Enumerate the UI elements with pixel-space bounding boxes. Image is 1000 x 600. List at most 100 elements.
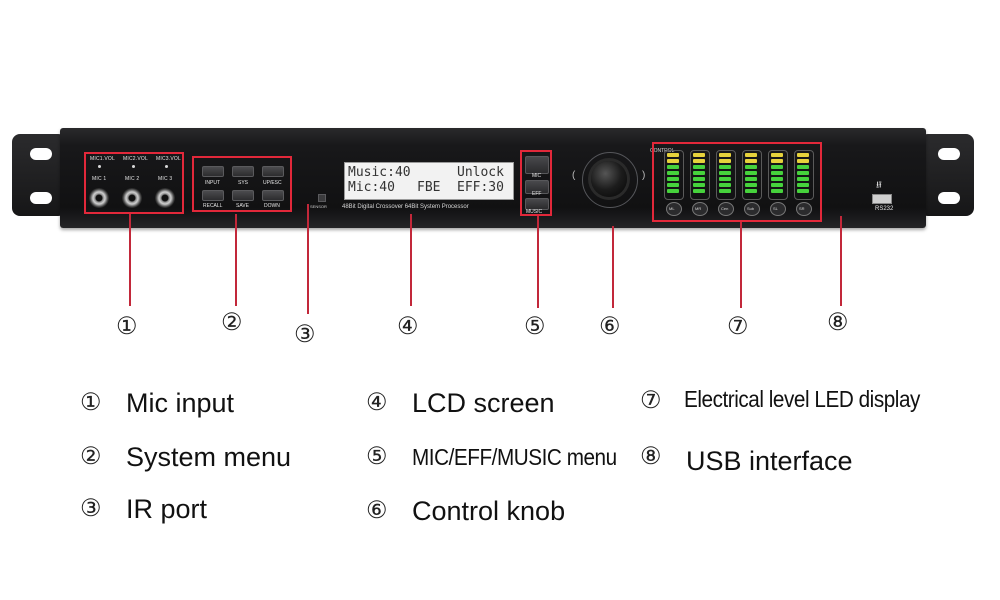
legend-2-text: System menu: [126, 442, 292, 472]
control-knob[interactable]: [591, 161, 627, 197]
led-sr-1: [797, 153, 809, 157]
rotate-left-icon: (: [572, 170, 576, 181]
channel-label-sub: Sub: [747, 206, 755, 211]
led-mr-1: [693, 153, 705, 157]
callout-4: ④: [397, 312, 419, 340]
channel-button-sr[interactable]: [796, 202, 812, 216]
mic-mode-button[interactable]: [525, 156, 549, 174]
led-sub-6: [745, 183, 757, 187]
callout-1: ①: [116, 312, 138, 340]
sys-button[interactable]: [232, 166, 254, 177]
led-sl-4: [771, 171, 783, 175]
usb-icon: ⭿: [876, 180, 882, 190]
mic-input-highlight: [84, 152, 184, 214]
legend-6-num: ⑥: [366, 496, 388, 524]
front-panel: MIC1.VOL MIC2.VOL MIC3.VOL MIC 1 MIC 2 M…: [60, 128, 926, 228]
legend-5-num: ⑤: [366, 442, 388, 470]
mic3-label: MIC 3: [158, 176, 173, 182]
led-sl-7: [771, 189, 783, 193]
channel-button-sub[interactable]: [744, 202, 760, 216]
lcd-subtitle: 48Bit Digital Crossover 64Bit System Pro…: [342, 204, 469, 210]
mic1-label: MIC 1: [92, 176, 107, 182]
down-button[interactable]: [262, 190, 284, 201]
input-button[interactable]: [202, 166, 224, 177]
meter-frame-sl: [768, 150, 788, 200]
legend-6-text: Control knob: [412, 496, 566, 526]
legend-2-num: ②: [80, 442, 102, 470]
eff-mode-label: EFF: [532, 191, 542, 197]
led-sl-5: [771, 177, 783, 181]
channel-button-cen[interactable]: [718, 202, 734, 216]
save-button[interactable]: [232, 190, 254, 201]
led-cen-3: [719, 165, 731, 169]
led-sr-2: [797, 159, 809, 163]
led-display-highlight: [652, 142, 822, 222]
legend-8-text: USB interface: [686, 446, 853, 476]
callout-line-2: [235, 214, 237, 306]
legend-3-text: IR port: [126, 494, 208, 524]
led-ml-3: [667, 165, 679, 169]
rotate-right-icon: ): [642, 170, 646, 181]
input-button-label: INPUT: [205, 180, 220, 186]
channel-button-mr[interactable]: [692, 202, 708, 216]
save-button-label: SAVE: [236, 203, 249, 209]
led-sr-4: [797, 171, 809, 175]
led-mr-6: [693, 183, 705, 187]
led-ml-2: [667, 159, 679, 163]
mic1-jack[interactable]: [89, 188, 109, 208]
meter-frame-cen: [716, 150, 736, 200]
callout-7: ⑦: [727, 312, 749, 340]
led-cen-6: [719, 183, 731, 187]
recall-button[interactable]: [202, 190, 224, 201]
rack-ear-right: [920, 134, 974, 216]
lcd-music-value: Music:40: [348, 165, 411, 180]
ir-sensor: [318, 194, 326, 202]
led-cen-4: [719, 171, 731, 175]
mic2-vol-knob[interactable]: [132, 165, 135, 168]
callout-line-1: [129, 214, 131, 306]
lcd-screen: Music:40 Unlock Mic:40 FBE EFF:30: [344, 162, 514, 200]
led-cen-2: [719, 159, 731, 163]
mic-mode-label: MIC: [532, 173, 542, 179]
channel-button-sl[interactable]: [770, 202, 786, 216]
mic3-jack[interactable]: [155, 188, 175, 208]
down-button-label: DOWN: [264, 203, 280, 209]
mount-slot: [30, 192, 52, 204]
legend-1-text: Mic input: [126, 388, 235, 418]
mic1-vol-knob[interactable]: [98, 165, 101, 168]
legend-7-text: Electrical level LED display: [684, 386, 920, 412]
mic2-label: MIC 2: [125, 176, 140, 182]
callout-line-4: [410, 214, 412, 306]
led-mr-4: [693, 171, 705, 175]
meter-frame-ml: [664, 150, 684, 200]
legend-4-text: LCD screen: [412, 388, 555, 418]
mode-menu-highlight: [520, 150, 552, 216]
mic2-jack[interactable]: [122, 188, 142, 208]
mic3-vol-label: MIC3.VOL: [156, 156, 181, 162]
usb-port[interactable]: [872, 194, 892, 204]
led-ml-5: [667, 177, 679, 181]
callout-line-8: [840, 216, 842, 306]
callout-line-6: [612, 226, 614, 308]
channel-button-ml[interactable]: [666, 202, 682, 216]
eff-mode-button[interactable]: [525, 180, 549, 194]
music-mode-button[interactable]: [525, 198, 549, 210]
up-esc-button[interactable]: [262, 166, 284, 177]
recall-button-label: RECALL: [203, 203, 223, 209]
legend-7-num: ⑦: [640, 386, 662, 414]
led-cen-5: [719, 177, 731, 181]
legend-8-num: ⑧: [640, 442, 662, 470]
mic3-vol-knob[interactable]: [165, 165, 168, 168]
led-sr-7: [797, 189, 809, 193]
led-ml-1: [667, 153, 679, 157]
led-cen-7: [719, 189, 731, 193]
callout-line-5: [537, 216, 539, 308]
led-mr-3: [693, 165, 705, 169]
up-esc-button-label: UP/ESC: [263, 180, 282, 186]
channel-label-sl: SL: [773, 206, 778, 211]
led-mr-2: [693, 159, 705, 163]
mount-slot: [938, 192, 960, 204]
lcd-fbe-label: FBE: [417, 180, 441, 195]
led-sub-2: [745, 159, 757, 163]
mount-slot: [938, 148, 960, 160]
